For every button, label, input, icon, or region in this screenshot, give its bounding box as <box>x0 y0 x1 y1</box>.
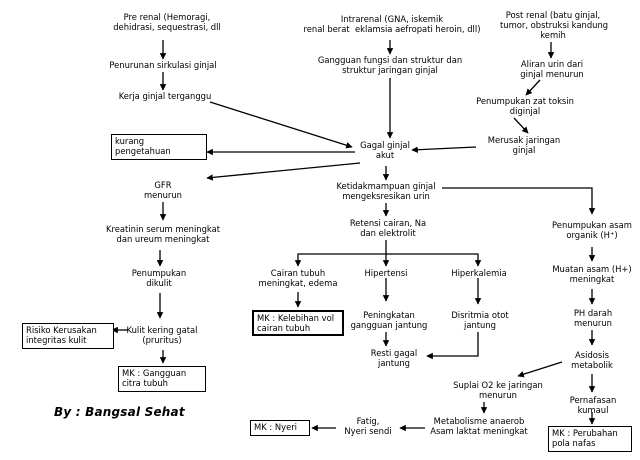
box-mk-kelebihan: MK : Kelebihan vol cairan tubuh <box>252 310 344 336</box>
node-merusak: Merusak jaringan ginjal <box>487 135 561 155</box>
node-kerja-ginjal: Kerja ginjal terganggu <box>118 91 212 101</box>
arrow-merusak-gagal <box>411 146 477 153</box>
node-suplai-o2: Suplai O2 ke jaringan menurun <box>453 380 543 400</box>
box-kurang-pengetahuan: kurang pengetahuan <box>111 134 207 160</box>
node-gfr: GFR menurun <box>144 180 182 200</box>
arrow-kerja-gagal <box>209 101 353 149</box>
node-penumpukan-toksin: Penumpukan zat toksin diginjal <box>476 96 574 116</box>
node-hiperkalemia: Hiperkalemia <box>451 268 507 278</box>
node-gagal-ginjal: Gagal ginjal akut <box>360 140 410 160</box>
node-disritmia: Disritmia otot jantung <box>451 310 509 330</box>
node-cairan-tubuh: Cairan tubuh meningkat, edema <box>258 268 338 288</box>
node-ph-darah: PH darah menurun <box>573 308 613 328</box>
node-kreatinin: Kreatinin serum meningkat dan ureum meni… <box>105 224 221 244</box>
node-hipertensi: Hipertensi <box>364 268 408 278</box>
node-kulit-kering: Kulit kering gatal (pruritus) <box>126 325 198 345</box>
node-ketidakmampuan: Ketidakmampuan ginjal mengeksresikan uri… <box>336 181 436 201</box>
arrow-ketidak-asam <box>442 187 596 215</box>
node-sirkulasi: Penurunan sirkulasi ginjal <box>109 60 217 70</box>
node-intrarenal: Intrarenal (GNA, iskemik renal berat ekl… <box>303 14 481 34</box>
box-mk-perubahan: MK : Perubahan pola nafas <box>548 426 632 452</box>
node-resti-gagal: Resti gagal jantung <box>370 348 418 368</box>
node-prerenal: Pre renal (Hemoragi, dehidrasi, sequestr… <box>113 12 221 32</box>
node-muatan-asam: Muatan asam (H+) meningkat <box>552 264 632 284</box>
node-peningkatan: Peningkatan gangguan jantung <box>350 310 428 330</box>
box-mk-citra: MK : Gangguan citra tubuh <box>118 366 206 392</box>
node-metabolisme: Metabolisme anaerob Asam laktat meningka… <box>430 416 528 436</box>
node-asidosis: Asidosis metabolik <box>571 350 613 370</box>
node-aliran-urin: Aliran urin dari ginjal menurun <box>520 59 584 79</box>
arrow-gagal-gfr <box>206 162 361 181</box>
node-penumpukan-asam: Penumpukan asam organik (H⁺) <box>552 220 632 240</box>
arrow-asidosis-suplai <box>517 361 563 378</box>
node-postrenal: Post renal (batu ginjal, tumor, obstruks… <box>500 10 609 40</box>
signature: By : Bangsal Sehat <box>54 405 185 419</box>
node-gangguan-fungsi: Gangguan fungsi dan struktur dan struktu… <box>317 55 463 75</box>
arrow-aliran-penumpukan <box>525 79 541 96</box>
arrow-disritmia-resti <box>426 332 479 360</box>
arrow-retensi-cairan <box>294 240 387 267</box>
arrow-retensi-hiperkalemia <box>386 253 482 267</box>
node-pernafasan: Pernafasan kumaul <box>569 395 617 415</box>
node-penumpukan-dikulit: Penumpukan dikulit <box>131 268 187 288</box>
box-risiko-kerusakan: Risiko Kerusakan integritas kulit <box>22 323 114 349</box>
box-mk-nyeri: MK : Nyeri <box>250 420 310 436</box>
node-retensi: Retensi cairan, Na dan elektrolit <box>349 218 427 238</box>
node-fatig: Fatig, Nyeri sendi <box>344 416 392 436</box>
arrow-penumpukan-merusak <box>513 117 529 134</box>
